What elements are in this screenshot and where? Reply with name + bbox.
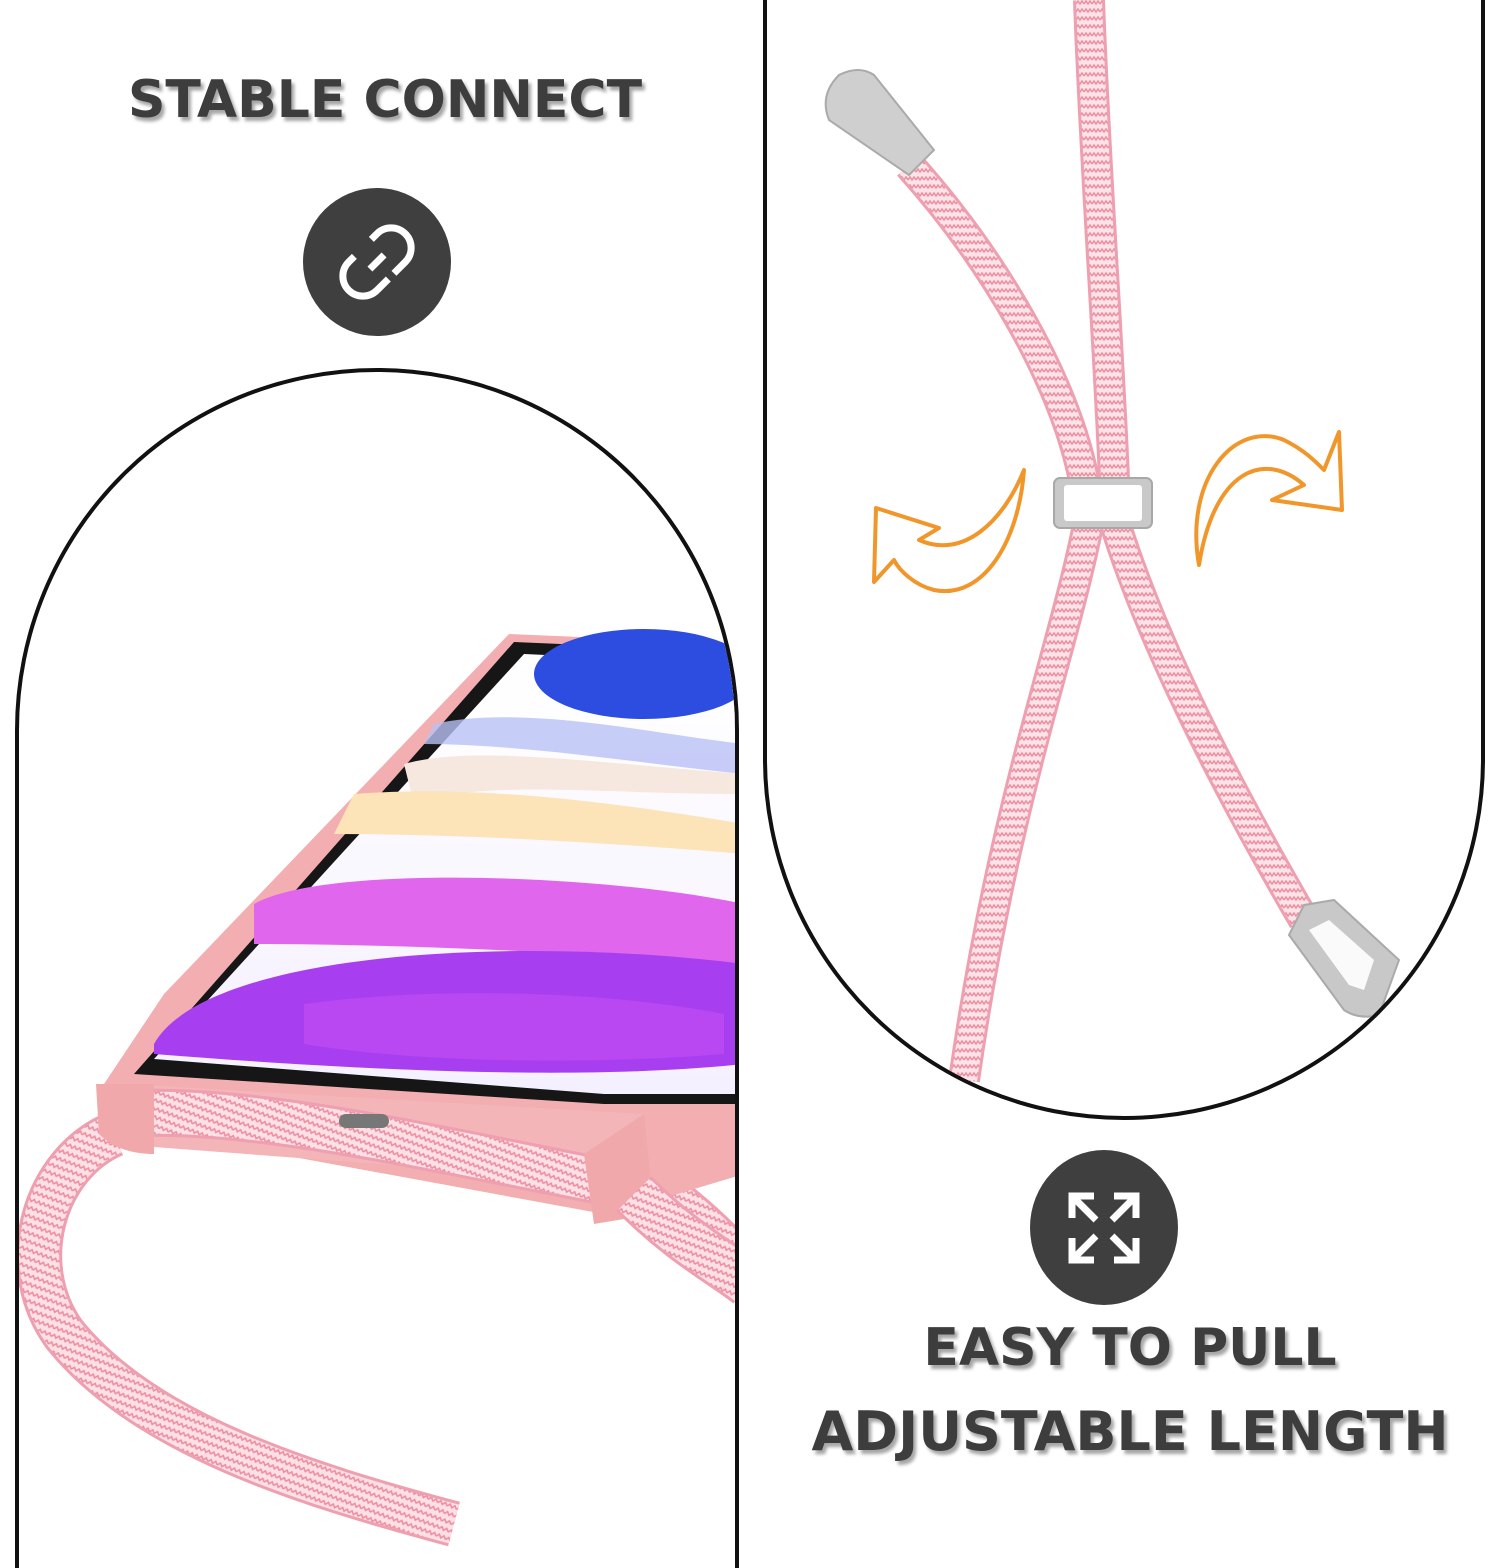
expand-arrows-icon: [1068, 1192, 1140, 1263]
adjustable-length-heading: ADJUSTABLE LENGTH: [811, 1400, 1449, 1463]
link-icon: [339, 224, 415, 300]
link-badge: [303, 188, 451, 336]
easy-to-pull-heading: EASY TO PULL: [923, 1318, 1337, 1378]
arrow-right-icon: [1194, 430, 1344, 567]
cord-end-top: [824, 69, 936, 177]
lanyard-panel: [763, 0, 1485, 1120]
phone-case-panel: [15, 368, 739, 1568]
arrow-left-icon: [872, 468, 1026, 594]
expand-badge: [1030, 1150, 1178, 1305]
phone-case-illustration: [19, 629, 735, 1547]
lanyard-illustration: [824, 0, 1401, 1083]
stable-connect-heading: STABLE CONNECT: [127, 70, 643, 130]
